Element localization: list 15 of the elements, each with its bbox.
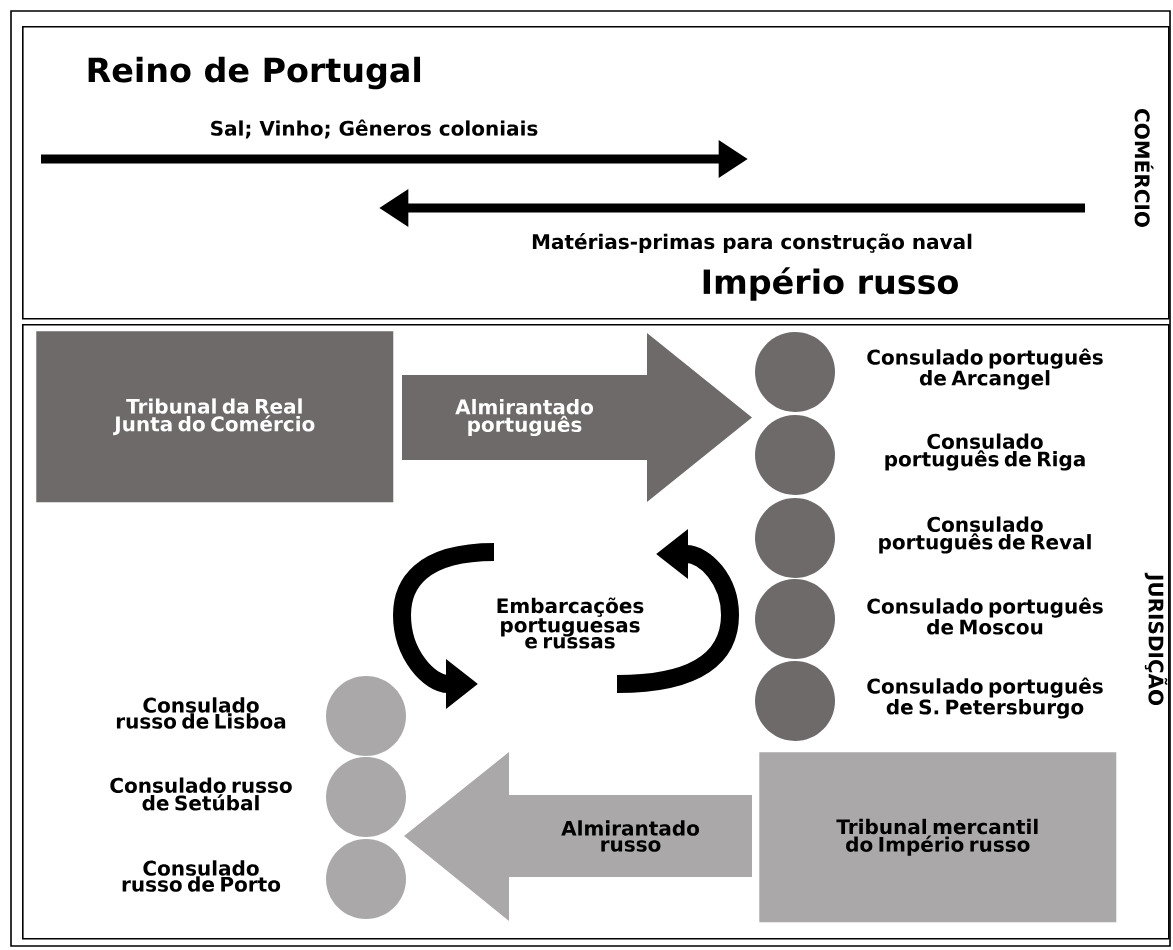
heading: Reino de Portugal [88,56,421,90]
consulate-caption: Consulado português de S. Petersburgo [867,677,1103,719]
consulate-caption: Consulado russo de Porto [122,860,281,892]
consulate-caption: Consulado português de Arcangel [867,348,1103,390]
heading: Império russo [703,267,958,301]
consulate-caption: Consulado português de Reval [879,516,1091,554]
tribunal-box: Tribunal mercantil do Império russo [759,752,1117,923]
consulate-caption: Consulado português de Riga [885,433,1085,471]
consulate-caption: Consulado russo de Lisboa [116,697,286,729]
text-label: Embarcações portuguesas e russas [497,597,644,649]
consulate-caption: Consulado russo de Setúbal [110,777,292,811]
text-label: Sal; Vinho; Gêneros coloniais [211,119,538,139]
tribunal-box: Tribunal da Real Junta do Comércio [36,331,394,503]
text-label: Matérias-primas para construção naval [532,232,972,254]
consulate-caption: Consulado português de Moscou [867,597,1103,635]
